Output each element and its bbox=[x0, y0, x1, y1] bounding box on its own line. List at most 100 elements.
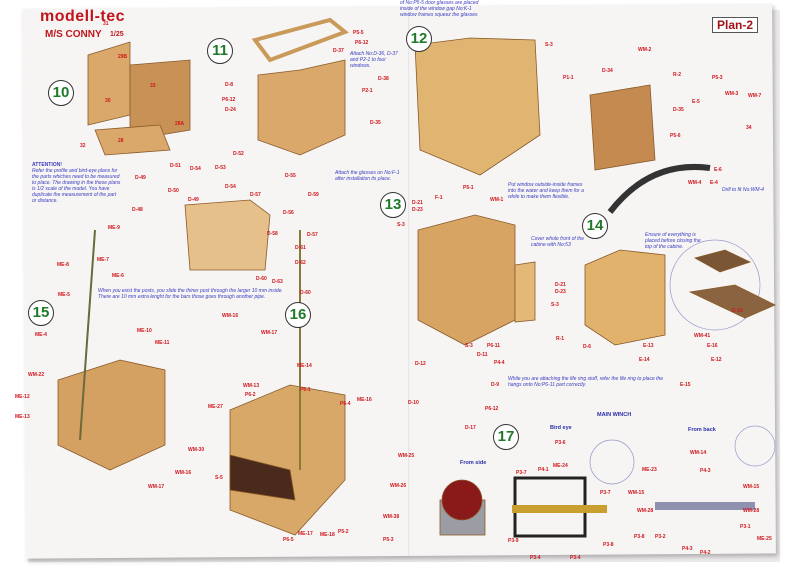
part-label: P3-7 bbox=[600, 490, 611, 496]
part-label: P5-5 bbox=[353, 30, 364, 36]
step-number: 13 bbox=[380, 192, 406, 218]
part-label: ME-10 bbox=[137, 328, 152, 334]
part-label: ME-23 bbox=[642, 467, 657, 473]
step14-roof bbox=[693, 249, 752, 273]
part-label: WM-38 bbox=[383, 514, 400, 520]
winch-detail-circle bbox=[589, 439, 635, 485]
part-label: WM-1 bbox=[490, 197, 504, 203]
part-label: P3-6 bbox=[555, 440, 566, 446]
part-label: P4-2 bbox=[700, 550, 711, 556]
part-label: E-16 bbox=[707, 343, 718, 349]
part-label: D-59 bbox=[308, 192, 319, 198]
part-label: E-4 bbox=[710, 180, 718, 186]
winch-detail-circle bbox=[734, 425, 776, 467]
part-label: D-54 bbox=[190, 166, 201, 172]
part-label: P5-2 bbox=[338, 529, 349, 535]
part-label: WM-2 bbox=[638, 47, 652, 53]
part-label: WM-16 bbox=[175, 470, 192, 476]
part-label: P6-12 bbox=[355, 40, 369, 46]
step-number: 17 bbox=[493, 424, 519, 450]
brand-logo: modell-tec bbox=[40, 8, 126, 25]
part-label: 28 bbox=[118, 138, 124, 144]
posts-note: When you exist the posts, you slide the … bbox=[98, 288, 283, 300]
part-label: D-23 bbox=[412, 207, 423, 213]
part-label: D-58 bbox=[267, 231, 278, 237]
part-label: D-24 bbox=[225, 107, 236, 113]
part-label: D-23 bbox=[555, 289, 566, 295]
part-label: WM-28 bbox=[743, 508, 760, 514]
part-label: D-48 bbox=[132, 207, 143, 213]
part-label: ME-11 bbox=[155, 340, 170, 346]
part-label: D-35 bbox=[673, 107, 684, 113]
winch-side-drum bbox=[441, 479, 483, 521]
part-label: WM-7 bbox=[748, 93, 762, 99]
step16-template bbox=[184, 199, 271, 271]
step11-frame bbox=[251, 17, 350, 63]
part-label: ME-24 bbox=[553, 463, 568, 469]
part-label: D-37 bbox=[333, 48, 344, 54]
part-label: D-10 bbox=[408, 400, 419, 406]
part-label: D-57 bbox=[307, 232, 318, 238]
step-number: 16 bbox=[285, 302, 311, 328]
ensure-note: Ensure of everything is placed before cl… bbox=[645, 232, 701, 250]
part-label: D-61 bbox=[295, 245, 306, 251]
part-label: P4-1 bbox=[538, 467, 549, 473]
part-label: D-52 bbox=[233, 151, 244, 157]
part-label: D-49 bbox=[135, 175, 146, 181]
step12-console bbox=[589, 84, 656, 171]
main-winch-heading: MAIN WINCH bbox=[597, 412, 632, 418]
part-label: D-9 bbox=[491, 382, 500, 388]
part-label: ME-4 bbox=[35, 332, 47, 338]
part-label: WM-26 bbox=[390, 483, 407, 489]
model-scale: 1/25 bbox=[110, 31, 124, 38]
step12-wheelhouse bbox=[414, 37, 541, 176]
part-label: WM-41 bbox=[694, 333, 711, 339]
part-label: P3-8 bbox=[634, 534, 645, 540]
winch-back-axle bbox=[655, 502, 755, 510]
part-label: E-15 bbox=[680, 382, 691, 388]
part-label: WM-17 bbox=[148, 484, 165, 490]
part-label: D-38 bbox=[378, 76, 389, 82]
part-label: WM-15 bbox=[743, 484, 760, 490]
part-label: S-3 bbox=[545, 42, 553, 48]
part-label: WM-22 bbox=[28, 372, 45, 378]
part-label: E-6 bbox=[714, 167, 722, 173]
from-side-heading: From side bbox=[460, 460, 487, 466]
part-label: P3-2 bbox=[655, 534, 666, 540]
window-frames-note: Put window outside-inside frames into th… bbox=[508, 182, 584, 200]
attention-title: ATTENTION! bbox=[32, 162, 62, 168]
part-label: ME-9 bbox=[108, 225, 120, 231]
part-label: D-10 bbox=[732, 308, 743, 314]
cover-front-note: Cover whole front of the cabine with No:… bbox=[531, 236, 585, 248]
step11-cabin bbox=[257, 59, 346, 156]
part-label: 29B bbox=[118, 54, 128, 60]
part-label: WM-25 bbox=[398, 453, 415, 459]
part-label: WM-30 bbox=[188, 447, 205, 453]
life-ring-note: While you are attaching the life ring st… bbox=[508, 376, 664, 388]
step10-cabin-part bbox=[129, 59, 191, 141]
part-label: D-57 bbox=[250, 192, 261, 198]
part-label: ME-17 bbox=[298, 531, 313, 537]
part-label: P6-1 bbox=[300, 387, 311, 393]
part-label: ME-13 bbox=[15, 414, 30, 420]
part-label: D-60 bbox=[256, 276, 267, 282]
part-label: WM-13 bbox=[243, 383, 260, 389]
part-label: S-5 bbox=[215, 475, 223, 481]
curved-strip-part bbox=[607, 164, 711, 214]
part-label: D-21 bbox=[555, 282, 566, 288]
part-label: WM-16 bbox=[222, 313, 239, 319]
drill-note: Drill to fit No:WM-4 bbox=[722, 187, 764, 193]
part-label: ME-25 bbox=[757, 536, 772, 542]
step-number: 10 bbox=[48, 80, 74, 106]
step16-dark-band bbox=[229, 454, 296, 501]
part-label: P5-3 bbox=[712, 75, 723, 81]
part-label: D-35 bbox=[370, 120, 381, 126]
attention-note: Refer the profile and bird-eye plans for… bbox=[32, 168, 121, 204]
part-label: 28A bbox=[175, 121, 185, 127]
step-number: 11 bbox=[207, 38, 233, 64]
part-label: 30 bbox=[105, 98, 111, 104]
part-label: ME-27 bbox=[208, 404, 223, 410]
part-label: P6-5 bbox=[283, 537, 294, 543]
part-label: D-56 bbox=[283, 210, 294, 216]
